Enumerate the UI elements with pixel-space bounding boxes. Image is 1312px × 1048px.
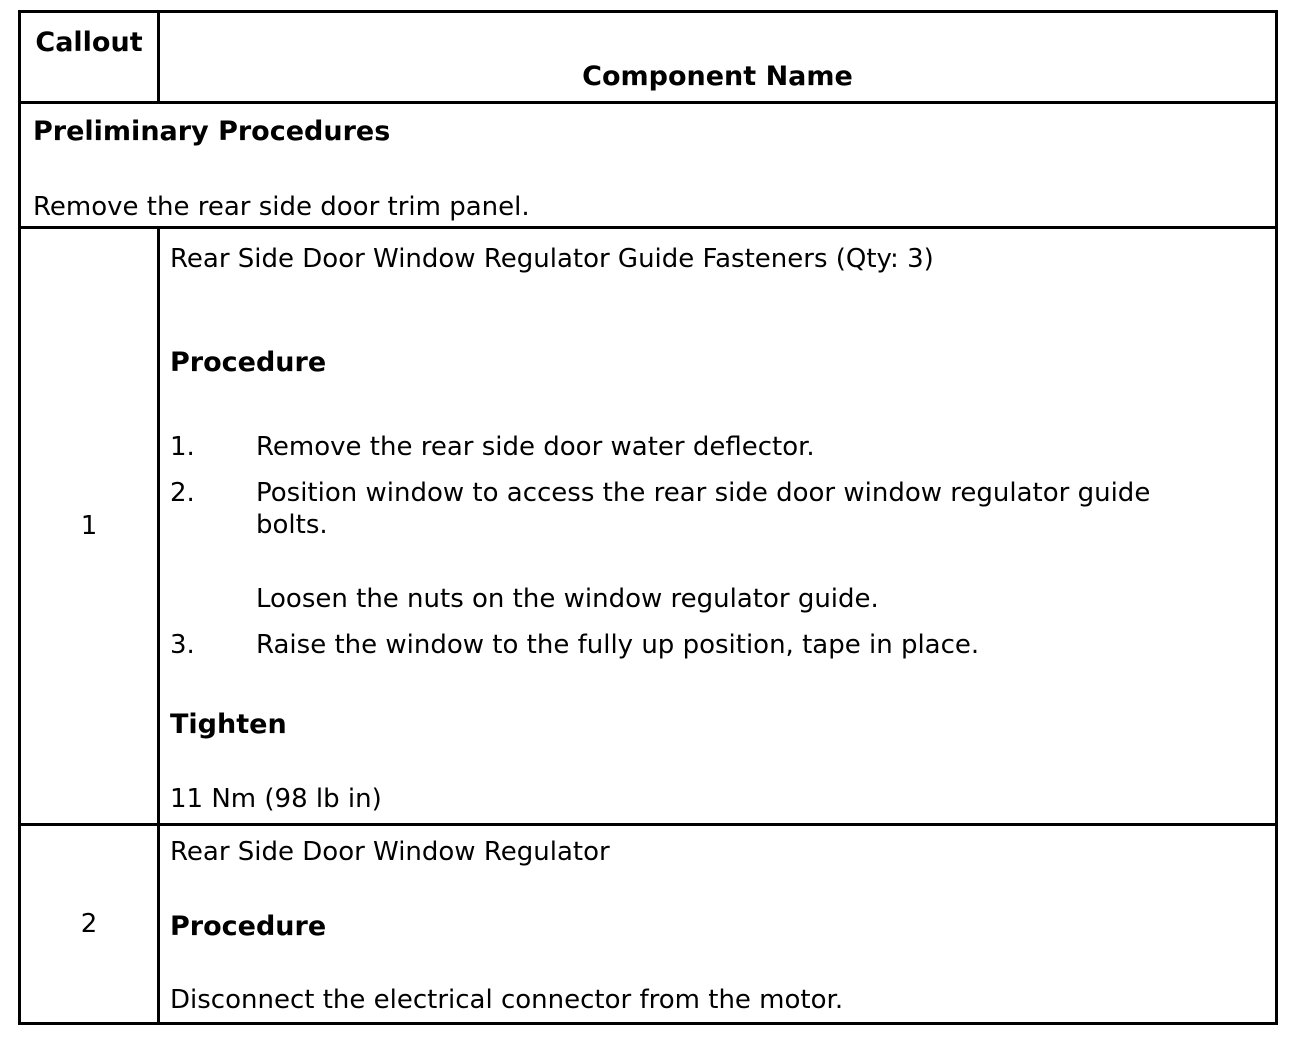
header-component-cell: Component Name <box>160 13 1275 101</box>
step-number: 2. <box>170 478 195 508</box>
step-text: Raise the window to the fully up positio… <box>256 630 980 660</box>
table-row: 2 Rear Side Door Window Regulator Proced… <box>21 826 1275 1022</box>
callout-cell: 1 <box>21 229 160 823</box>
preliminary-procedures-row: Preliminary Procedures Remove the rear s… <box>21 104 1275 229</box>
procedure-step: 3. Raise the window to the fully up posi… <box>170 629 1261 661</box>
callout-number: 1 <box>80 511 98 541</box>
preliminary-procedures-title: Preliminary Procedures <box>33 116 391 147</box>
component-header-label: Component Name <box>582 61 853 92</box>
component-name: Rear Side Door Window Regulator <box>170 837 610 867</box>
step-number: 1. <box>170 432 195 462</box>
procedure-heading: Procedure <box>170 347 327 378</box>
header-callout-cell: Callout <box>21 13 160 101</box>
step-text: Remove the rear side door water deflecto… <box>256 432 815 462</box>
procedure-step: 1. Remove the rear side door water defle… <box>170 431 1261 463</box>
tighten-torque-value: 11 Nm (98 lb in) <box>170 784 382 814</box>
component-table: Callout Component Name Preliminary Proce… <box>18 10 1278 1025</box>
callout-number: 2 <box>80 909 98 939</box>
component-cell: Rear Side Door Window Regulator Guide Fa… <box>160 229 1275 823</box>
table-row: 1 Rear Side Door Window Regulator Guide … <box>21 229 1275 826</box>
procedure-steps-list: 1. Remove the rear side door water defle… <box>170 431 1261 661</box>
table-header-row: Callout Component Name <box>21 13 1275 104</box>
procedure-heading: Procedure <box>170 911 327 942</box>
tighten-heading: Tighten <box>170 709 287 740</box>
procedure-step: 2. Position window to access the rear si… <box>170 477 1261 541</box>
step-additional-note: Loosen the nuts on the window regulator … <box>256 584 879 614</box>
procedure-text: Disconnect the electrical connector from… <box>170 985 844 1015</box>
step-text: Position window to access the rear side … <box>256 478 1151 540</box>
callout-header-label: Callout <box>35 27 143 58</box>
preliminary-procedures-text: Remove the rear side door trim panel. <box>33 192 530 222</box>
callout-cell: 2 <box>21 826 160 1022</box>
component-name: Rear Side Door Window Regulator Guide Fa… <box>170 244 934 274</box>
component-cell: Rear Side Door Window Regulator Procedur… <box>160 826 1275 1022</box>
step-number: 3. <box>170 630 195 660</box>
